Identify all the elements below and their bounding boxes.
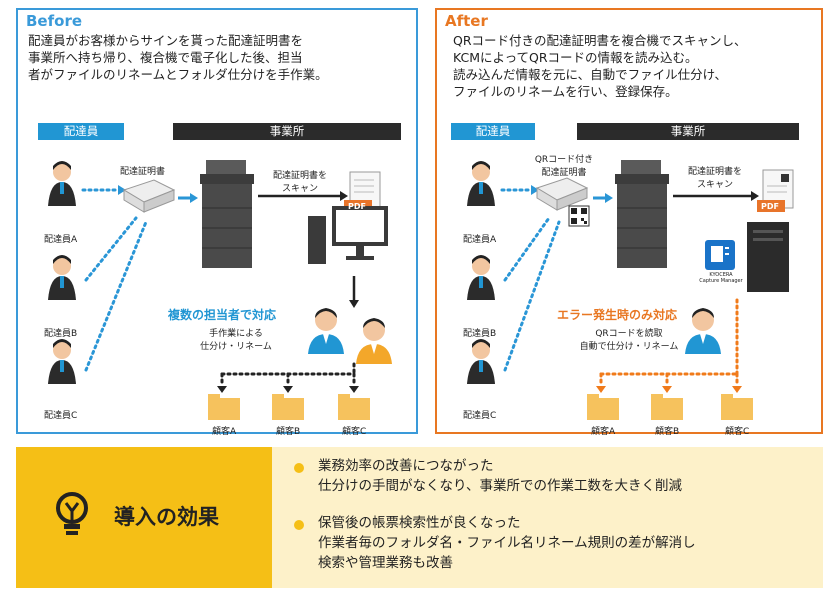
auto-label-line: QRコードを読取 [595,329,663,339]
kcm-logo-line: Capture Manager [699,278,743,284]
effect-item-body: 作業者毎のフォルダ名・ファイル名リネーム規則の差が解消し [318,535,696,551]
staff-person-icon [685,308,721,354]
after-customer-b-label: 顧客B [655,427,680,437]
after-title: After [445,12,488,30]
effect-item-body: 検索や管理業務も改善 [318,555,453,571]
after-scan-label: 配達証明書を スキャン [675,164,755,190]
after-courier-header: 配達員 [451,123,535,140]
doc-label-line: 配達証明書 [541,168,587,178]
before-manual-label: 手作業による 仕分け・リネーム [184,326,288,352]
kcm-app-icon [705,240,735,270]
before-scan-label: 配達証明書を スキャン [258,168,342,194]
effect-item-head: 保管後の帳票検索性が良くなった [318,515,521,531]
bullet-dot [294,520,304,530]
mfp-printer-icon [615,160,669,268]
before-courier-b-label: 配達員B [44,329,78,339]
courier-c-icon [48,339,76,384]
courier-a-icon [48,161,76,206]
after-courier-b-label: 配達員B [463,329,497,339]
customer-c-folder-icon [721,394,753,420]
scan-label-line: スキャン [696,180,733,190]
before-courier-header: 配達員 [38,123,124,140]
staff-person-icon [308,308,344,354]
scan-label-line: 配達証明書を [272,171,327,181]
courier-b-icon [48,255,76,300]
before-customer-a-label: 顧客A [212,427,237,437]
doc-label-line: QRコード付き [534,155,594,165]
after-auto-label: QRコードを読取 自動で仕分け・リネーム [573,326,685,352]
scan-label-line: スキャン [281,184,318,194]
customer-b-folder-icon [272,394,304,420]
staff-person-icon [356,318,392,364]
before-desc-line: 者がファイルのリネームとフォルダ仕分けを手作業。 [28,67,328,82]
manual-label-line: 仕分け・リネーム [200,342,272,352]
before-title: Before [26,12,83,30]
server-icon [747,222,789,292]
after-highlight: エラー発生時のみ対応 [557,308,678,322]
after-customer-c-label: 顧客C [725,427,750,437]
after-description: QRコード付きの配達証明書を複合機でスキャンし、 KCMによってQRコードの情報… [453,32,747,100]
after-pdf-label: PDF [761,202,779,211]
after-courier-a-label: 配達員A [463,235,497,245]
after-office-header: 事業所 [577,123,799,140]
kcm-logo-line: KYOCERA [709,272,733,278]
customer-b-folder-icon [651,394,683,420]
after-desc-line: KCMによってQRコードの情報を読み込む。 [453,50,698,65]
pdf-document-icon [757,169,794,212]
before-description: 配達員がお客様からサインを貰った配達証明書を 事業所へ持ち帰り、複合機で電子化し… [28,32,328,83]
before-customer-c-label: 顧客C [342,427,367,437]
effect-item-body: 仕分けの手間がなくなり、事業所での作業工数を大きく削減 [318,478,682,494]
mfp-printer-icon [200,160,254,268]
courier-c-icon [467,339,495,384]
before-courier-c-label: 配達員C [44,411,78,421]
document-stack-icon [535,177,589,211]
before-flow-diagram [48,160,392,420]
before-desc-line: 事業所へ持ち帰り、複合機で電子化した後、担当 [28,50,303,65]
before-doc-label: 配達証明書 [120,167,166,177]
customer-a-folder-icon [587,394,619,420]
customer-c-folder-icon [338,394,370,420]
document-stack-icon [122,179,176,213]
before-desc-line: 配達員がお客様からサインを貰った配達証明書を [28,33,304,48]
scan-label-line: 配達証明書を [687,167,742,177]
before-pdf-label: PDF [348,202,366,211]
effect-item-2: 保管後の帳票検索性が良くなった 作業者毎のフォルダ名・ファイル名リネーム規則の差… [318,513,696,573]
after-panel: After QRコード付きの配達証明書を複合機でスキャンし、 KCMによってQR… [435,8,823,437]
effect-item-head: 業務効率の改善につながった [318,458,494,474]
auto-label-line: 自動で仕分け・リネーム [579,342,679,352]
before-panel: Before 配達員がお客様からサインを貰った配達証明書を 事業所へ持ち帰り、複… [16,8,418,437]
courier-b-icon [467,255,495,300]
after-doc-label: QRコード付き 配達証明書 [529,152,599,178]
customer-a-folder-icon [208,394,240,420]
computer-icon [308,206,388,264]
bullet-dot [294,463,304,473]
qr-code-icon [568,205,590,227]
kcm-logo-text: KYOCERA Capture Manager [699,272,743,284]
manual-label-line: 手作業による [209,329,263,339]
effect-title-block: 導入の効果 [16,447,272,588]
after-desc-line: 読み込んだ情報を元に、自動でファイル仕分け、 [453,67,728,82]
lightbulb-icon [56,492,88,535]
before-customer-b-label: 顧客B [276,427,301,437]
after-customer-a-label: 顧客A [591,427,616,437]
before-office-header: 事業所 [173,123,401,140]
before-courier-a-label: 配達員A [44,235,78,245]
courier-a-icon [467,161,495,206]
effect-title: 導入の効果 [114,505,219,529]
before-highlight: 複数の担当者で対応 [168,308,277,322]
after-courier-c-label: 配達員C [463,411,497,421]
after-desc-line: ファイルのリネームを行い、登録保存。 [453,84,678,99]
effect-banner: 導入の効果 業務効率の改善につながった 仕分けの手間がなくなり、事業所での作業工… [16,447,823,588]
after-flow-diagram [467,160,794,420]
effect-item-1: 業務効率の改善につながった 仕分けの手間がなくなり、事業所での作業工数を大きく削… [318,456,682,496]
after-desc-line: QRコード付きの配達証明書を複合機でスキャンし、 [453,33,747,48]
